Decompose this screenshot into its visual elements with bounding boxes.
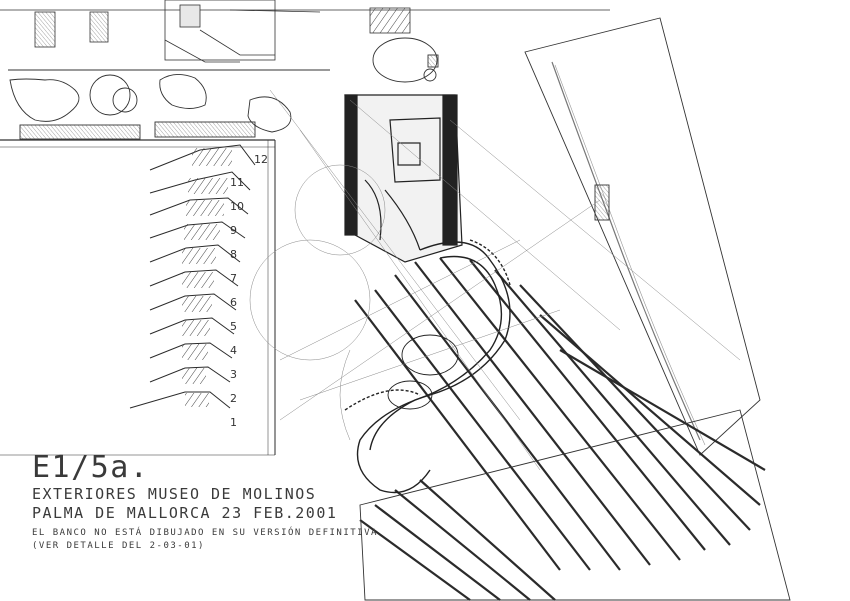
terrace-sections xyxy=(0,140,276,456)
lower-plan-sheet xyxy=(359,409,791,601)
construction-lines xyxy=(249,89,741,471)
curved-bench xyxy=(344,239,511,494)
paving-stripes xyxy=(354,257,766,601)
top-facade-elevation xyxy=(0,0,610,63)
museum-building-footprint xyxy=(344,94,463,263)
rotated-plan-sheet xyxy=(524,17,761,456)
upper-ellipses xyxy=(372,37,439,83)
tree-canopies xyxy=(0,69,330,148)
